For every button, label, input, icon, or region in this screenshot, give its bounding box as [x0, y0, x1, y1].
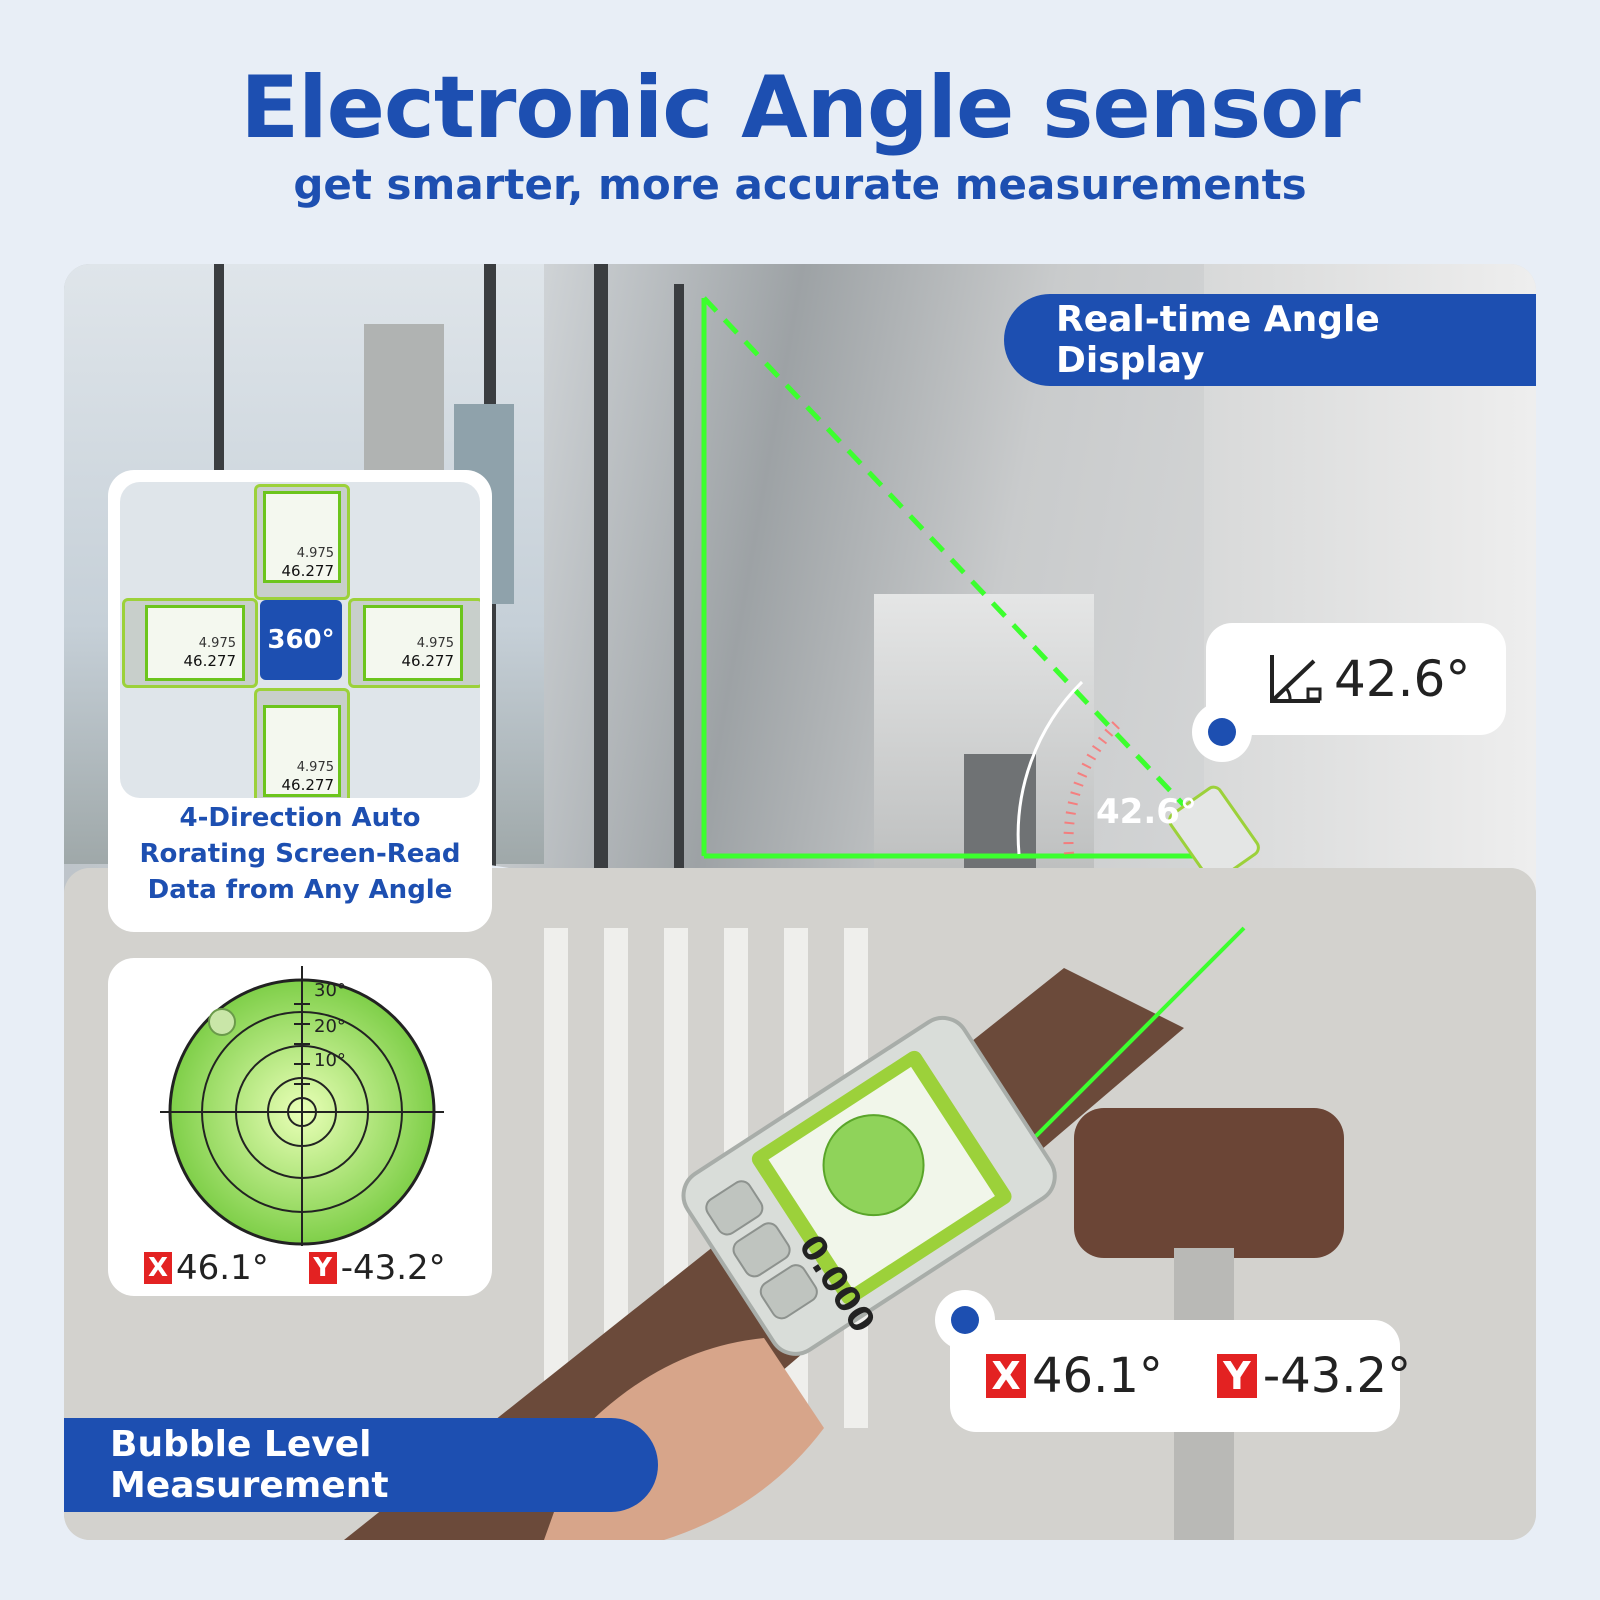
distance-large: 46.277	[183, 652, 237, 670]
device-orientation-down: 4.975 46.277	[254, 688, 350, 798]
360-badge: 360°	[260, 600, 342, 680]
window-frame	[674, 284, 684, 924]
y-value: -43.2°	[1262, 1348, 1412, 1404]
angle-overlay-label: 42.6°	[1096, 792, 1197, 832]
x-axis-badge: X	[986, 1354, 1026, 1398]
distance-large: 46.277	[281, 776, 335, 794]
distance-large: 46.277	[281, 562, 335, 580]
distance-large: 46.277	[401, 652, 455, 670]
rotation-diagram: 360° 4.975 46.277 4.975 46.277 4.975 46.…	[120, 482, 480, 798]
y-axis-badge: Y	[1216, 1354, 1257, 1398]
hotspot-marker	[935, 1290, 995, 1350]
bubble-level-gauge	[160, 966, 444, 1246]
scale-label-30: 30°	[314, 980, 346, 1001]
device-orientation-right: 4.975 46.277	[348, 598, 480, 688]
caption-line: Rorating Screen-Read	[139, 839, 461, 869]
distance-small: 4.975	[296, 760, 334, 775]
x-axis-badge: X	[144, 1252, 172, 1284]
angle-value: 42.6°	[1334, 650, 1471, 708]
realtime-angle-label: Real-time Angle Display	[1004, 294, 1536, 386]
distance-small: 4.975	[296, 546, 334, 561]
angle-readout-card: 42.6°	[1206, 623, 1506, 735]
device-orientation-left: 4.975 46.277	[122, 598, 258, 688]
rotation-caption: 4-Direction Auto Rorating Screen-Read Da…	[108, 800, 492, 908]
laser-triangle-overlay	[701, 296, 1260, 883]
scale-label-10: 10°	[314, 1050, 346, 1071]
caption-line: Data from Any Angle	[147, 875, 453, 905]
x-value: 46.1°	[1032, 1348, 1163, 1404]
bubble-level-label: Bubble Level Measurement	[64, 1418, 658, 1512]
window-frame	[594, 264, 608, 924]
caption-line: 4-Direction Auto	[179, 803, 421, 833]
distance-small: 4.975	[198, 636, 236, 651]
hotspot-marker	[1192, 702, 1252, 762]
page-subtitle: get smarter, more accurate measurements	[293, 160, 1307, 209]
x-value: 46.1°	[176, 1248, 269, 1288]
bubble-xy-readout: X 46.1° Y -43.2°	[144, 1248, 446, 1288]
bubble-level-card: 30° 20° 10° X 46.1° Y -43.2°	[108, 958, 492, 1296]
y-axis-badge: Y	[308, 1252, 337, 1284]
xy-readout-card: X 46.1° Y -43.2°	[950, 1320, 1411, 1432]
scale-label-20: 20°	[314, 1016, 346, 1037]
rotation-card: 360° 4.975 46.277 4.975 46.277 4.975 46.…	[108, 470, 492, 932]
y-value: -43.2°	[340, 1248, 446, 1288]
angle-icon	[1270, 655, 1322, 703]
page-title: Electronic Angle sensor	[240, 58, 1360, 158]
distance-small: 4.975	[416, 636, 454, 651]
device-orientation-up: 4.975 46.277	[254, 484, 350, 600]
